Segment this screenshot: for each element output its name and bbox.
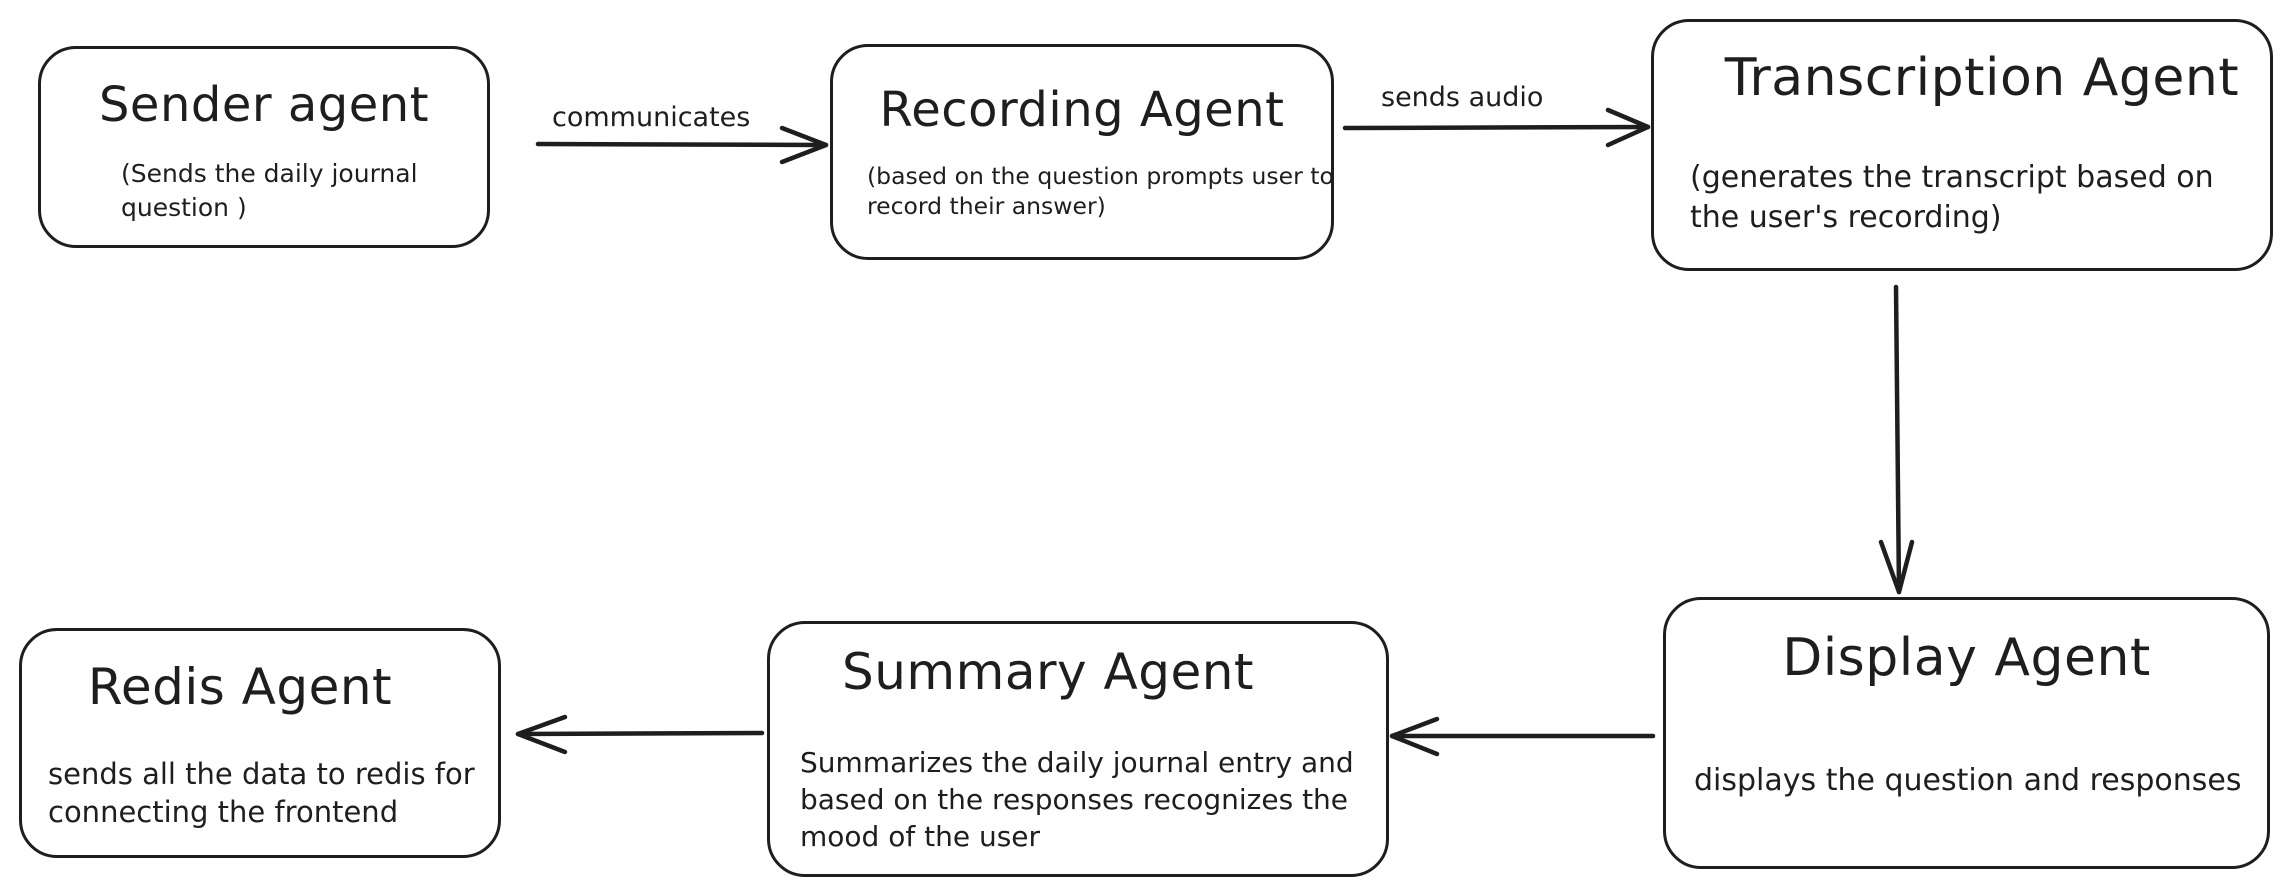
- node-title: Summary Agent: [841, 643, 1255, 701]
- edge-label-sends-audio: sends audio: [1381, 82, 1544, 113]
- arrow-recording-to-transcription[interactable]: [1342, 107, 1651, 148]
- recording-agent-node[interactable]: Recording Agent (based on the question p…: [830, 44, 1334, 260]
- node-description: (Sends the daily journal question ): [121, 159, 418, 222]
- node-description: sends all the data to redis for connecti…: [48, 757, 475, 829]
- node-title: Sender agent: [98, 77, 430, 133]
- node-title: Recording Agent: [879, 82, 1285, 138]
- node-title: Display Agent: [1782, 628, 2151, 688]
- node-description: Summarizes the daily journal entry and b…: [800, 746, 1354, 853]
- summary-agent-node[interactable]: Summary Agent Summarizes the daily journ…: [767, 621, 1389, 877]
- transcription-agent-node[interactable]: Transcription Agent (generates the trans…: [1651, 19, 2273, 271]
- redis-agent-node[interactable]: Redis Agent sends all the data to redis …: [19, 628, 501, 858]
- node-title: Transcription Agent: [1724, 48, 2240, 108]
- node-description: (generates the transcript based on the u…: [1690, 160, 2214, 235]
- edge-label-communicates: communicates: [552, 102, 751, 133]
- sender-agent-node[interactable]: Sender agent (Sends the daily journal qu…: [38, 46, 490, 248]
- node-description: displays the question and responses: [1694, 763, 2242, 798]
- node-description: (based on the question prompts user to r…: [867, 162, 1334, 220]
- node-title: Redis Agent: [87, 658, 393, 716]
- arrow-display-to-summary[interactable]: [1389, 716, 1656, 757]
- arrow-transcription-to-display[interactable]: [1878, 284, 1915, 595]
- arrow-summary-to-redis[interactable]: [515, 714, 765, 755]
- display-agent-node[interactable]: Display Agent displays the question and …: [1663, 597, 2270, 869]
